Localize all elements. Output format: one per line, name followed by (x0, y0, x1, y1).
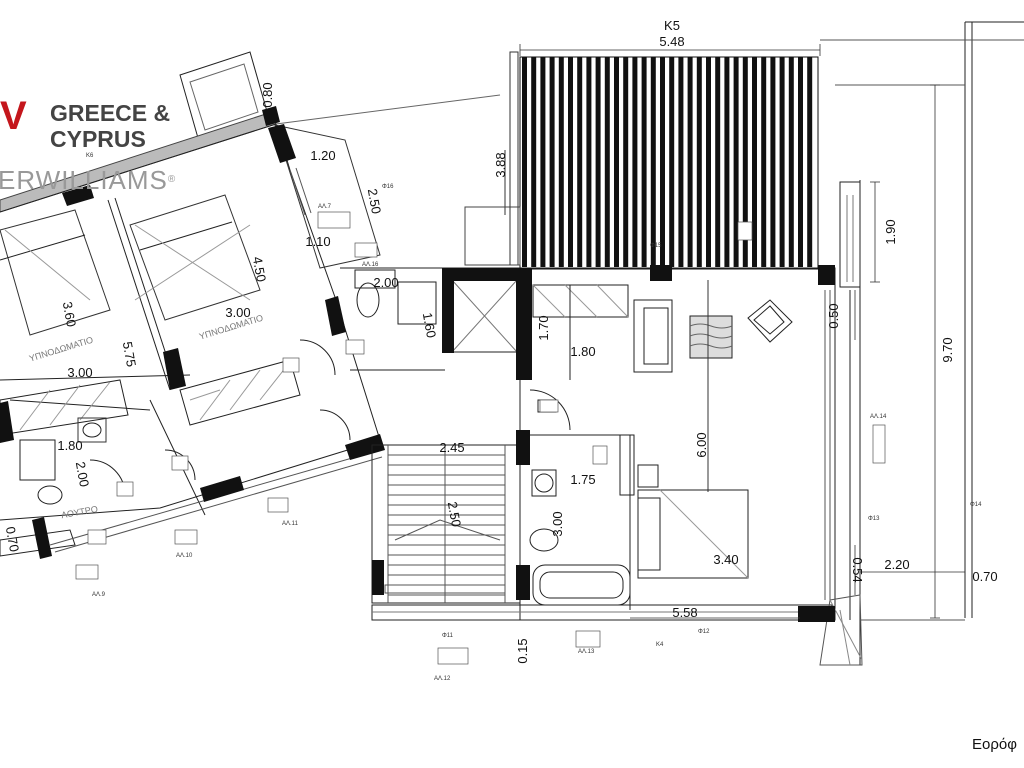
pergola-slat (604, 57, 610, 267)
dim-pergola-height: 3.88 (493, 152, 508, 177)
label-al9: ΑΛ.9 (92, 592, 106, 598)
label-f16: Φ16 (382, 184, 394, 190)
dim-180b: 1.80 (570, 344, 595, 359)
pergola-slat (687, 57, 693, 267)
dim-175: 1.75 (570, 472, 595, 487)
pergola-slat (696, 57, 702, 267)
label-f12: Φ12 (698, 629, 710, 635)
label-al13: ΑΛ.13 (578, 649, 595, 655)
dim-220: 2.20 (884, 557, 909, 572)
main-floor (371, 21, 1024, 666)
label-al14: ΑΛ.14 (870, 414, 887, 420)
pergola-slat (568, 57, 573, 267)
brand-company: ERWILLIAMS® (0, 166, 176, 194)
dim-050: 0.50 (826, 303, 841, 328)
brand-region-line2: CYPRUS (50, 126, 146, 152)
label-k4: K4 (656, 642, 664, 648)
brand-region-line1: GREECE & (50, 100, 171, 126)
main-floor-walls (372, 265, 835, 622)
dim-k5: K5 (664, 18, 680, 33)
dim-300b: 3.00 (67, 365, 92, 380)
pergola-slat (752, 57, 757, 267)
pergola-slat (614, 57, 619, 267)
dim-070b: 0.70 (972, 569, 997, 584)
pergola-slat (540, 57, 546, 267)
label-f15: Φ15 (650, 243, 662, 249)
label-f14: Φ14 (970, 502, 982, 508)
left-wing-walls (0, 106, 385, 559)
dim-245: 2.45 (439, 440, 464, 455)
pergola-slat (742, 57, 748, 267)
pergola-slat (706, 57, 711, 267)
pergola-slat (770, 57, 776, 267)
pergola-slat (558, 57, 564, 267)
pergola-slat (586, 57, 592, 267)
pergola-slat (660, 57, 665, 267)
dim-160: 1.60 (420, 311, 439, 339)
pergola-slat (650, 57, 656, 267)
pergola-slat (807, 57, 813, 267)
brand-trademark: ® (167, 174, 177, 185)
pergola-slat (549, 57, 555, 267)
label-al12: ΑΛ.12 (434, 676, 451, 682)
pergola-slat (798, 57, 803, 267)
dimension-lines (509, 44, 965, 619)
pergola-slat (522, 57, 527, 267)
label-k6: K6 (86, 153, 94, 159)
pergola-slat (632, 57, 638, 267)
pergola-slat (577, 57, 583, 267)
pergola-slat (595, 57, 601, 267)
dim-558: 5.58 (672, 605, 697, 620)
dim-190: 1.90 (883, 219, 898, 244)
floor-title: Εορόφ (972, 736, 1017, 753)
pergola-slat (788, 57, 794, 267)
dim-180a: 1.80 (57, 438, 82, 453)
dim-250a: 2.50 (365, 187, 384, 215)
pergola-slat (669, 57, 675, 267)
dim-600: 6.00 (694, 432, 709, 457)
brand-region: GREECE & CYPRUS (50, 100, 170, 152)
brand-company-name: ERWILLIAMS (0, 165, 168, 195)
label-al11: ΑΛ.11 (282, 521, 299, 527)
dim-top-width: 5.48 (659, 34, 684, 49)
pergola-slat (761, 57, 767, 267)
dim-110: 1.10 (305, 234, 330, 249)
label-f13: Φ13 (868, 516, 880, 522)
pergola (464, 51, 819, 270)
label-f11: Φ11 (442, 633, 454, 639)
dim-170: 1.70 (536, 315, 551, 340)
pergola-slat (733, 57, 739, 267)
dim-070a: 0.70 (3, 525, 22, 553)
pergola-slat (531, 57, 537, 267)
dim-200a: 2.00 (373, 275, 398, 290)
dim-450: 4.50 (250, 255, 269, 283)
dim-250b: 2.50 (445, 500, 464, 528)
dim-360: 3.60 (60, 300, 79, 328)
room-bath: ΛΟΥΤΡΟ (60, 504, 98, 520)
pergola-slat (623, 57, 629, 267)
label-al16: ΑΛ.16 (362, 262, 379, 268)
pergola-slat (715, 57, 721, 267)
dim-970: 9.70 (940, 337, 955, 362)
dim-575: 5.75 (120, 340, 139, 368)
dim-120: 1.20 (310, 148, 335, 163)
label-al10: ΑΛ.10 (176, 553, 193, 559)
pergola-slat (779, 57, 785, 267)
tag-boxes (75, 211, 886, 665)
brand-logo-mark: V (0, 94, 27, 138)
pergola-slat (641, 57, 647, 267)
dim-080: 0.80 (260, 82, 275, 107)
dim-200b: 2.00 (73, 460, 92, 488)
dim-300c: 3.00 (550, 511, 565, 536)
dim-015: 0.15 (515, 638, 530, 663)
dim-300a: 3.00 (225, 305, 250, 320)
label-al7: ΑΛ.7 (318, 204, 332, 210)
pergola-slat (724, 57, 730, 267)
pergola-slat (678, 57, 684, 267)
dim-340: 3.40 (713, 552, 738, 567)
room-bedroom-1: ΥΠΝΟΔΩΜΑΤΙΟ (28, 335, 94, 364)
dim-054: 0.54 (850, 557, 865, 582)
